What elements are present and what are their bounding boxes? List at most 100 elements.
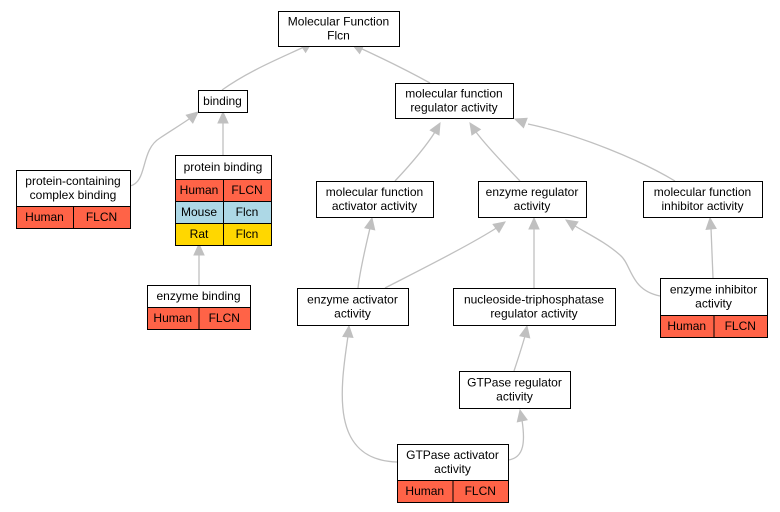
term-box <box>660 278 768 316</box>
edge-gtpase-regulator-to-ntpase-regulator-arrowhead <box>519 324 531 339</box>
species-label: Human <box>25 210 64 224</box>
edge-enzyme-activator-to-mf-activator-arrowhead <box>364 216 376 231</box>
species-label: Human <box>153 311 192 325</box>
term-label-line: activator activity <box>332 199 417 213</box>
edge-mf-activator-to-mf-regulator-arrowhead <box>429 121 441 136</box>
gene-label: FLCN <box>725 319 756 333</box>
annotation-row: Human FLCN <box>175 179 272 202</box>
edge-enzyme-regulator-to-mf-regulator <box>475 131 521 182</box>
term-label-line: activity <box>334 307 371 321</box>
species-label: Human <box>180 183 219 197</box>
species-label: Human <box>405 484 444 498</box>
term-box <box>297 288 409 326</box>
term-label-line: molecular function <box>326 185 423 199</box>
term-label-line: inhibitor activity <box>661 199 743 213</box>
gene-cell <box>713 315 768 338</box>
gene-label: Flcn <box>236 205 259 219</box>
edge-enzyme-activator-to-enzyme-regulator <box>384 226 499 289</box>
term-label-line: activity <box>514 199 551 213</box>
edge-enzyme-inhibitor-to-mf-inhibitor-arrowhead <box>705 216 717 230</box>
term-label-line: binding <box>203 94 242 108</box>
term-box <box>478 181 587 218</box>
gene-label: FLCN <box>209 311 240 325</box>
edge-gtpase-regulator-to-ntpase-regulator <box>513 335 526 372</box>
term-label-line: nucleoside-triphosphatase <box>464 293 604 307</box>
term-label-line: GTPase activator <box>406 448 499 462</box>
term-label-line: activity <box>496 390 533 404</box>
term-box <box>16 170 131 207</box>
edge-protein-complex-binding-to-binding <box>129 116 193 187</box>
term-label-line: Molecular Function <box>288 15 389 29</box>
edge-gtpase-activator-to-gtpase-regulator <box>507 419 525 461</box>
term-label-line: Flcn <box>327 29 350 43</box>
term-box <box>316 181 434 218</box>
term-label-line: enzyme regulator <box>486 185 579 199</box>
term-box <box>198 90 248 113</box>
annotation-row: Human FLCN <box>660 315 768 338</box>
gene-label: FLCN <box>231 183 262 197</box>
edge-enzyme-binding-to-protein-binding-arrowhead <box>193 242 205 256</box>
term-label-line: activity <box>695 297 732 311</box>
term-box <box>278 11 400 47</box>
term-label-line: activity <box>434 462 471 476</box>
edge-gtpase-activator-to-gtpase-regulator-arrowhead <box>516 408 528 423</box>
term-box <box>453 288 616 326</box>
annotation-row: Human FLCN <box>147 307 251 330</box>
term-label-line: enzyme activator <box>307 293 398 307</box>
edge-mf-inhibitor-to-mf-regulator <box>527 123 676 182</box>
term-box <box>395 83 514 119</box>
edge-gtpase-activator-to-enzyme-activator <box>341 335 398 463</box>
gene-cell <box>223 223 272 246</box>
edge-enzyme-inhibitor-to-enzyme-regulator-arrowhead <box>564 219 579 232</box>
edge-ntpase-regulator-to-enzyme-regulator-arrowhead <box>528 216 540 230</box>
species-label: Human <box>667 319 706 333</box>
annotation-row: Rat Flcn <box>175 223 272 246</box>
term-label-line: enzyme inhibitor <box>670 283 757 297</box>
gene-label: FLCN <box>465 484 496 498</box>
term-label-line: molecular function <box>405 87 502 101</box>
term-label-line: complex binding <box>30 188 117 202</box>
species-label: Mouse <box>181 205 217 219</box>
term-box <box>175 155 272 180</box>
term-label-line: protein binding <box>184 160 263 174</box>
gene-cell <box>73 206 131 229</box>
term-label-line: regulator activity <box>490 307 577 321</box>
term-node-binding[interactable]: binding <box>198 90 248 113</box>
term-box <box>643 181 763 218</box>
gene-cell <box>452 480 509 503</box>
edge-enzyme-activator-to-enzyme-regulator-arrowhead <box>492 221 506 234</box>
term-label-line: regulator activity <box>410 101 497 115</box>
edge-protein-complex-binding-to-binding-arrowhead <box>185 111 199 124</box>
edge-enzyme-inhibitor-to-mf-inhibitor <box>710 227 714 279</box>
gene-cell <box>198 307 251 330</box>
gene-label: Flcn <box>236 227 259 241</box>
term-label-line: GTPase regulator <box>467 376 562 390</box>
edge-mf-inhibitor-to-mf-regulator-arrowhead <box>513 117 528 129</box>
term-label-line: protein-containing <box>25 174 120 188</box>
edges-layer <box>129 41 717 463</box>
term-label-line: enzyme binding <box>156 289 240 303</box>
edge-enzyme-inhibitor-to-enzyme-regulator <box>574 225 661 297</box>
annotation-row: Mouse Flcn <box>175 201 272 224</box>
edge-mf-activator-to-mf-regulator <box>394 131 436 182</box>
edge-protein-binding-to-binding-arrowhead <box>217 110 229 124</box>
annotation-row: Human FLCN <box>397 480 509 503</box>
species-label: Rat <box>190 227 209 241</box>
term-box <box>459 371 571 409</box>
